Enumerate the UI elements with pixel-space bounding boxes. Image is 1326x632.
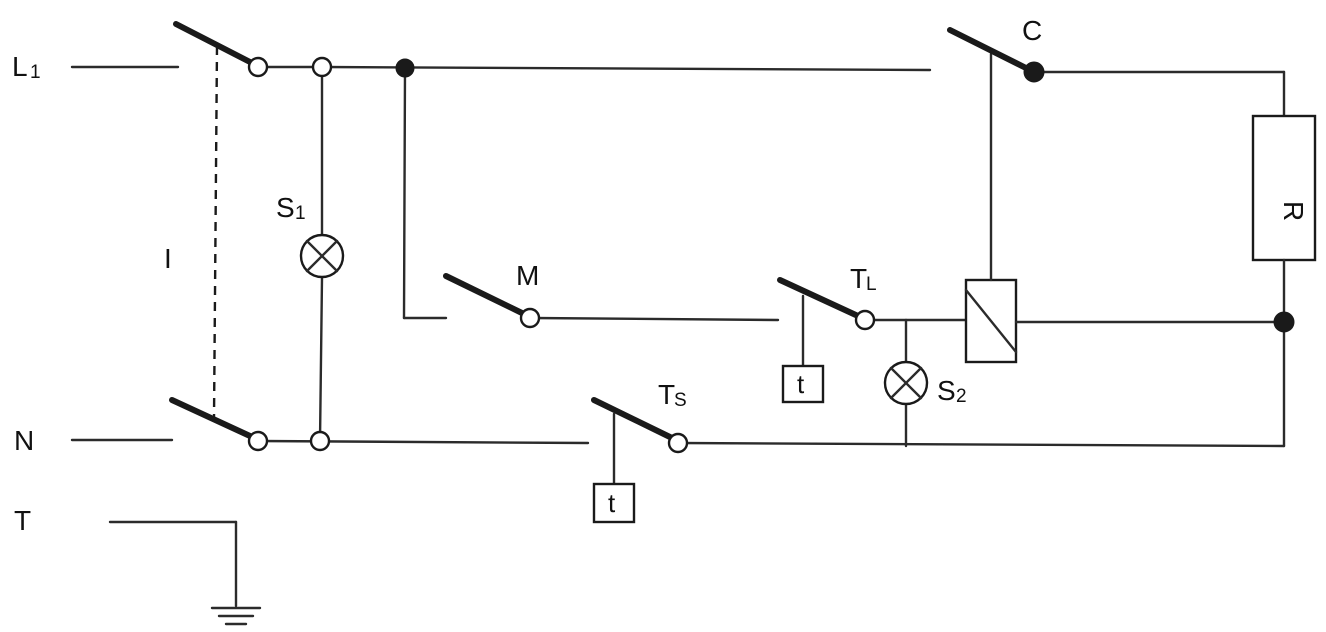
terminal-N-label: N	[14, 425, 34, 456]
m-branch-vertical	[402, 66, 407, 320]
main-switch-top-terminal	[247, 56, 269, 78]
tl-timer-box	[781, 364, 825, 404]
contactor-label: C	[1022, 15, 1042, 46]
contactor-node	[1023, 61, 1045, 83]
right-junction-node	[1273, 311, 1295, 333]
main-switch-bottom-terminal	[247, 430, 269, 452]
m-to-tl-wire	[530, 316, 780, 322]
tl-switch-blade	[777, 277, 861, 319]
s1-lamp-icon	[299, 233, 345, 279]
terminal-T-label: T	[14, 505, 31, 536]
terminal-L1-label: L 1	[12, 51, 41, 83]
ts-label: T S	[658, 379, 687, 411]
ground-icon	[210, 606, 262, 626]
svg-text:S: S	[937, 375, 956, 406]
tl-switch-terminal	[854, 309, 876, 331]
svg-text:1: 1	[30, 62, 41, 83]
bottom-rail-wire-2	[676, 441, 1286, 448]
main-switch-top-blade	[173, 21, 253, 65]
s2-label: S 2	[937, 375, 967, 407]
resistor-label: R	[1278, 201, 1309, 221]
main-switch-bottom-blade	[169, 397, 253, 439]
svg-text:L: L	[12, 51, 28, 82]
s2-lamp-icon	[883, 360, 929, 406]
svg-text:L: L	[866, 274, 877, 295]
svg-text:T: T	[658, 379, 675, 410]
main-switch-label: I	[164, 243, 172, 274]
s1-bottom-terminal	[309, 430, 331, 452]
svg-text:S: S	[674, 390, 687, 411]
bottom-rail-wire-1	[256, 439, 590, 445]
ts-timer-box	[592, 482, 636, 524]
resistor-box	[1251, 114, 1317, 262]
top-rail-wire-2	[320, 65, 932, 72]
svg-text:T: T	[850, 263, 867, 294]
top-junction-node	[395, 58, 415, 78]
s1-label: S 1	[276, 192, 306, 224]
svg-text:2: 2	[956, 386, 967, 407]
ts-timer-label: t	[608, 488, 616, 518]
ts-switch-terminal	[667, 432, 689, 454]
m-switch-label: M	[516, 260, 539, 291]
svg-text:1: 1	[295, 203, 306, 224]
tl-label: T L	[850, 263, 877, 295]
ts-switch-blade	[591, 397, 675, 441]
m-switch-terminal	[519, 307, 541, 329]
s1-wire-bottom	[318, 276, 324, 443]
svg-text:S: S	[276, 192, 295, 223]
s1-top-terminal	[311, 56, 333, 78]
contactor-blade	[947, 27, 1033, 73]
tl-timer-label: t	[797, 369, 805, 399]
m-switch-blade	[443, 273, 527, 317]
relay-coil-diagonal	[964, 288, 1018, 354]
main-switch-link	[212, 45, 219, 419]
